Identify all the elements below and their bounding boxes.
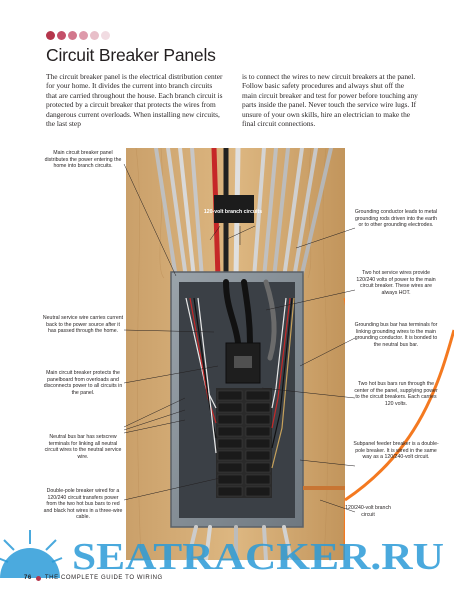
header-dot [101,31,110,40]
callout-neutral-bus-bar: Neutral bus bar has setscrew terminals f… [44,434,122,460]
callout-hot-service-wires: Two hot service wires provide 120/240 vo… [356,270,436,296]
header-dot [57,31,66,40]
breaker-rows [216,388,272,498]
header-dot [90,31,99,40]
orange-subpanel-cable [344,329,454,502]
callout-grounding-bus-bar: Grounding bus bar has terminals for link… [354,322,438,348]
watermark: SEATRACKER.RU [0,530,444,578]
callout-main-panel: Main circuit breaker panel distributes t… [44,150,122,169]
callout-grounding-conductor: Grounding conductor leads to metal groun… [354,209,438,228]
intro-paragraph-left: The circuit breaker panel is the electri… [46,72,223,129]
watermark-text: SEATRACKER.RU [72,536,444,578]
callout-main-breaker: Main circuit breaker protects the panelb… [43,370,123,396]
callout-branch-circuit-240v: 120/240-volt branch circuit [345,505,391,518]
callout-neutral-service-wire: Neutral service wire carries current bac… [42,315,124,334]
header-dot [79,31,88,40]
main-breaker-handle [234,356,252,368]
label-120v-branch-circuits: 120-volt branch circuits [203,209,263,215]
callout-subpanel-feeder: Subpanel feeder breaker is a double-pole… [353,441,439,460]
header-dots [46,31,110,40]
intro-paragraph-right: is to connect the wires to new circuit b… [242,72,418,129]
page-title: Circuit Breaker Panels [46,45,216,65]
header-dot [46,31,55,40]
page-footer: 76 THE COMPLETE GUIDE TO WIRING [24,575,163,581]
callout-hot-bus-bars: Two hot bus bars run through the center … [354,381,438,407]
header-dot [68,31,77,40]
callout-double-pole-breaker: Double-pole breaker wired for a 120/240 … [43,488,123,520]
page-number: 76 [24,575,32,581]
book-title: THE COMPLETE GUIDE TO WIRING [44,575,163,581]
footer-bullet [35,575,41,581]
label-120v-background [214,195,254,223]
sun-logo [0,530,63,578]
